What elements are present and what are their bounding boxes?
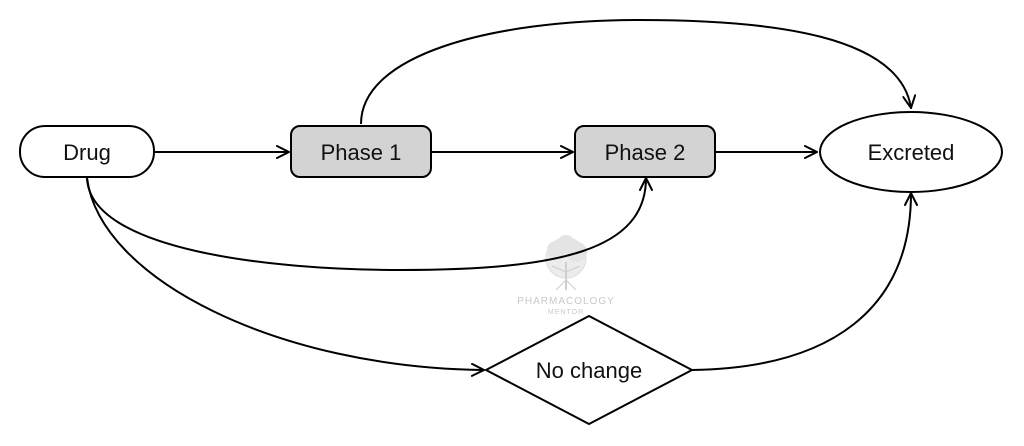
edge-phase1-to-excreted bbox=[360, 18, 911, 125]
node-drug-label: Drug bbox=[63, 140, 111, 165]
node-no-change-shape bbox=[483, 314, 695, 426]
watermark-line1: PHARMACOLOGY bbox=[517, 296, 615, 307]
edge-drug-to-nochange bbox=[86, 177, 484, 370]
node-drug: Drug bbox=[19, 125, 155, 178]
node-no-change-label: No change bbox=[536, 358, 642, 383]
node-phase2: Phase 2 bbox=[574, 125, 716, 178]
node-phase1-label: Phase 1 bbox=[321, 140, 402, 165]
tree-icon bbox=[545, 235, 587, 291]
node-excreted: Excreted bbox=[819, 111, 1003, 193]
edge-drug-to-phase2 bbox=[86, 178, 646, 272]
node-excreted-shape bbox=[819, 111, 1003, 193]
node-phase1-shape bbox=[290, 125, 432, 178]
node-phase1: Phase 1 bbox=[290, 125, 432, 178]
watermark-line2: MENTOR bbox=[548, 309, 584, 316]
node-excreted-label: Excreted bbox=[868, 140, 955, 165]
node-no-change: No change bbox=[483, 314, 695, 426]
node-drug-shape bbox=[19, 125, 155, 178]
edge-nochange-to-excreted bbox=[691, 193, 911, 371]
node-phase2-shape bbox=[574, 125, 716, 178]
edges bbox=[86, 18, 911, 371]
watermark: PHARMACOLOGY MENTOR bbox=[517, 235, 615, 316]
node-phase2-label: Phase 2 bbox=[605, 140, 686, 165]
